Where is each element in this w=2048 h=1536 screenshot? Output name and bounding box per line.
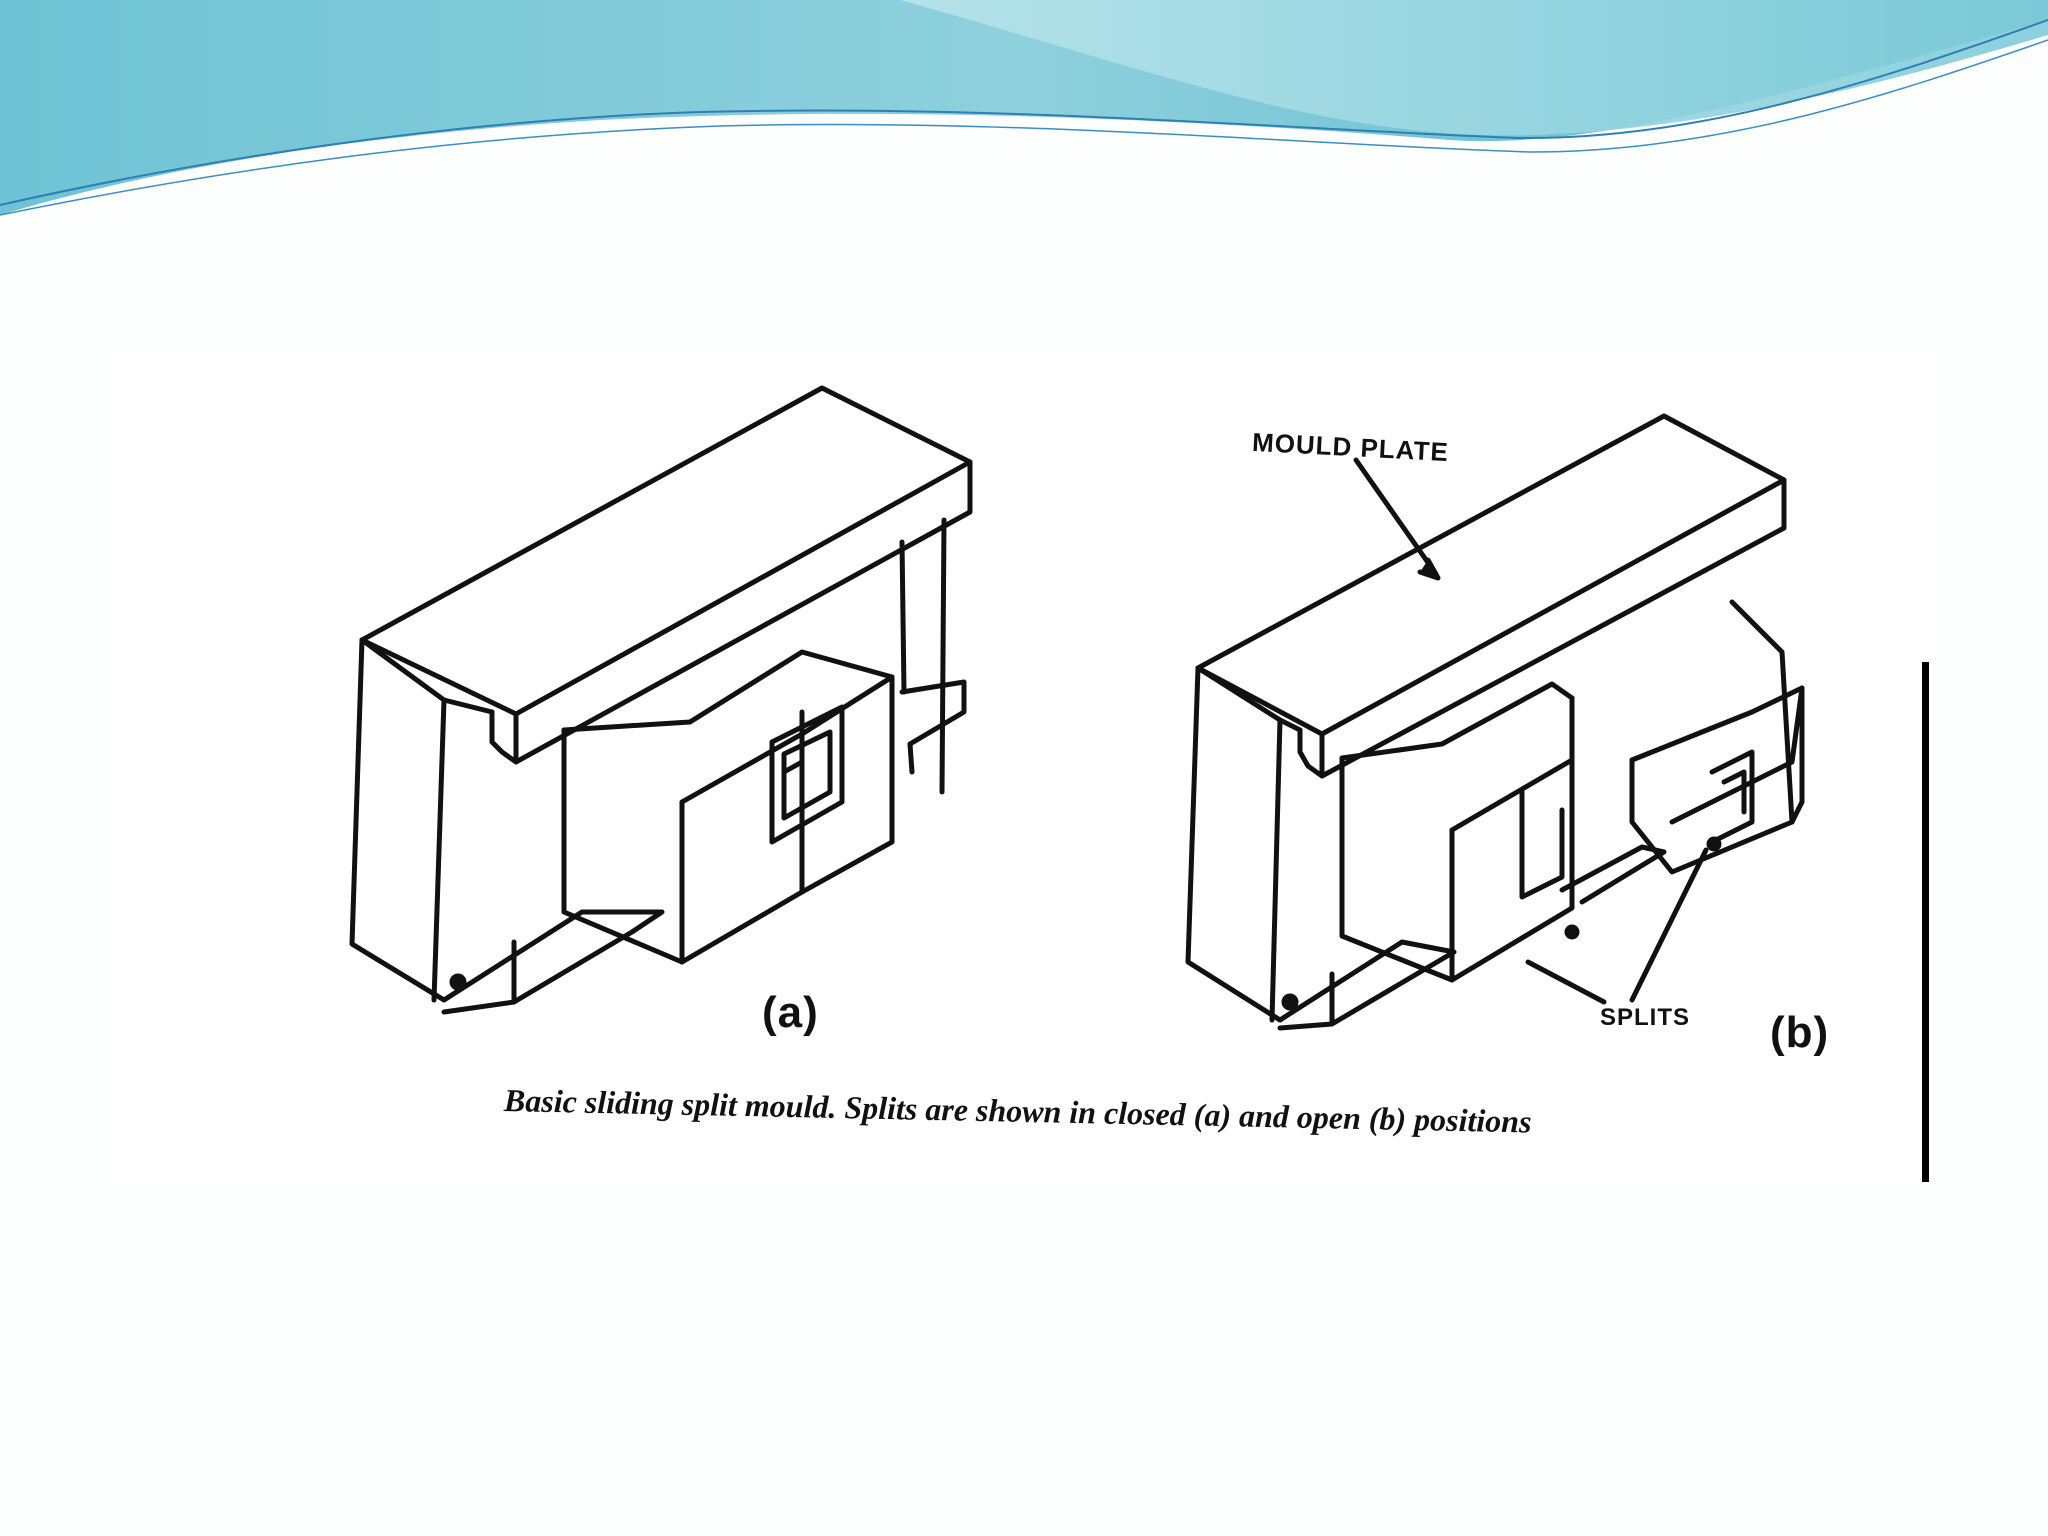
top-wave-decoration (0, 0, 2048, 216)
panel-b-label: (b) (1770, 1008, 1830, 1057)
figure-panel: MOULD PLATE SPLITS (a) (b) Basic sliding… (112, 352, 1936, 1182)
splits-leader-right (1629, 847, 1709, 1003)
scan-edge-rule (1922, 662, 1929, 1182)
mould-open-drawing (1185, 413, 1805, 1031)
mould-diagram (349, 385, 1805, 1031)
splits-leader-left (1525, 959, 1607, 1005)
panel-a-label: (a) (762, 988, 819, 1037)
mould-closed-drawing (349, 385, 973, 1015)
splits-label: SPLITS (1600, 1004, 1691, 1031)
mould-plate-leader (1353, 457, 1439, 577)
